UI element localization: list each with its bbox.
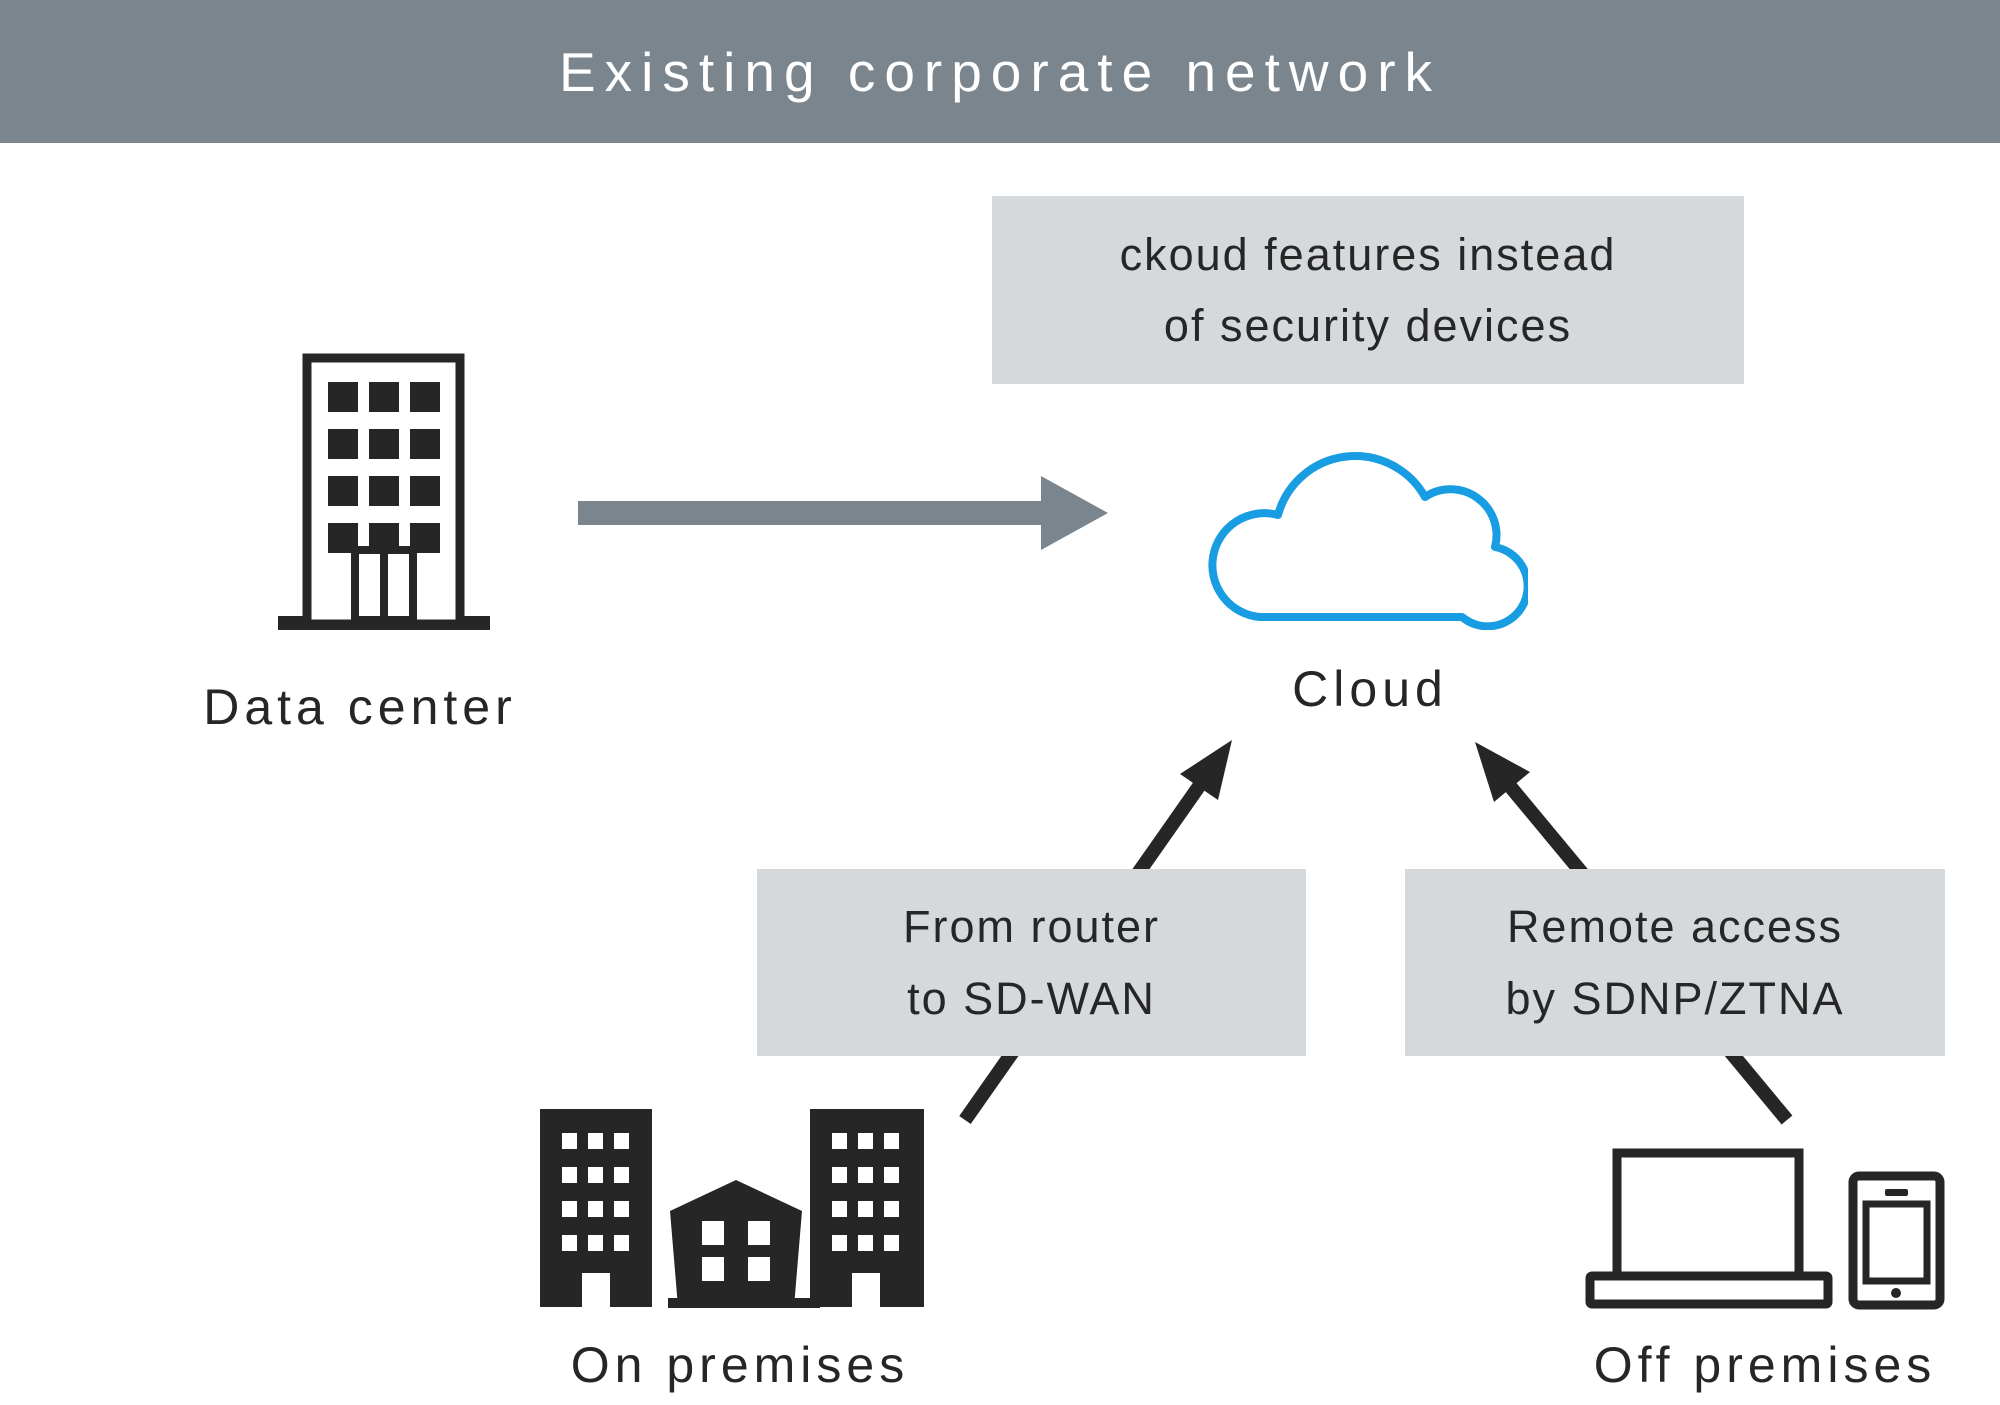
callout-remote-access-line2: by SDNP/ZTNA [1505,972,1845,1024]
off-premises-label: Off premises [1593,1337,1937,1393]
on-premises-label: On premises [570,1337,910,1393]
laptop-and-smartphone-icon [1585,1148,1945,1310]
callout-cloud-features-line2: of security devices [1163,300,1573,351]
diagram-title: Existing corporate network [558,40,1442,103]
cloud-icon [1208,452,1528,630]
callout-sd-wan: From router to SD-WAN [757,869,1306,1056]
city-buildings-icon [540,1109,924,1308]
office-building-icon [278,353,490,630]
callout-remote-access-line1: Remote access [1506,901,1844,953]
callout-sd-wan-line2: to SD-WAN [907,972,1156,1024]
title-banner: Existing corporate network [0,0,2000,143]
laptop-icon [1585,1148,1833,1309]
arrow-right-icon [578,476,1108,550]
callout-sd-wan-line1: From router [902,901,1161,953]
smartphone-icon [1848,1171,1945,1310]
cloud-label: Cloud [1292,661,1448,717]
callout-remote-access: Remote access by SDNP/ZTNA [1405,869,1945,1056]
callout-cloud-features-line1: ckoud features instead [1119,228,1617,280]
data-center-label: Data center [203,679,517,735]
callout-cloud-features: ckoud features instead of security devic… [992,196,1744,384]
